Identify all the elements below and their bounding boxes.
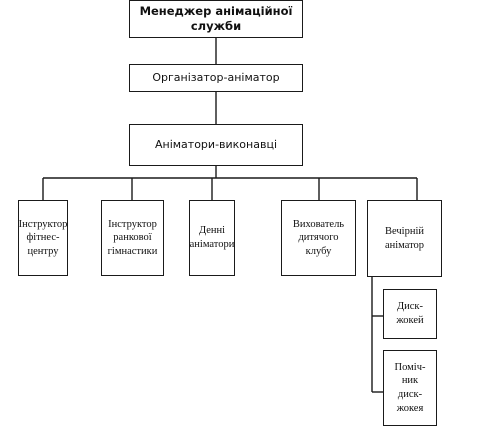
box-animation-service-manager: Менеджер анімаційної служби	[129, 0, 303, 38]
box-label: Диск- жокей	[396, 301, 424, 326]
box-dj-assistant: Поміч- ник диск- жокея	[383, 350, 437, 426]
box-dj: Диск- жокей	[383, 289, 437, 339]
box-label: Поміч- ник диск- жокея	[394, 361, 426, 414]
box-fitness-instructor: Інструктор фітнес- центру	[18, 200, 68, 276]
box-label: Денні аніматори	[189, 225, 235, 250]
box-kids-club-educator: Вихователь дитячого клубу	[281, 200, 356, 276]
box-label: Інструктор фітнес- центру	[18, 218, 68, 257]
box-morning-exercise-instructor: Інструктор ранкової гімнастики	[101, 200, 164, 276]
box-label: Організатор-аніматор	[152, 70, 280, 84]
box-evening-animator: Вечірній аніматор	[367, 200, 442, 277]
box-organizer-animator: Організатор-аніматор	[129, 64, 303, 92]
box-label: Вечірній аніматор	[384, 225, 425, 251]
box-label: Вихователь дитячого клубу	[292, 218, 345, 257]
box-label: Менеджер анімаційної служби	[139, 4, 293, 33]
box-label: Аніматори-виконавці	[154, 137, 277, 151]
box-performer-animators: Аніматори-виконавці	[129, 124, 303, 166]
box-label: Інструктор ранкової гімнастики	[107, 218, 158, 257]
box-day-animators: Денні аніматори	[189, 200, 235, 276]
